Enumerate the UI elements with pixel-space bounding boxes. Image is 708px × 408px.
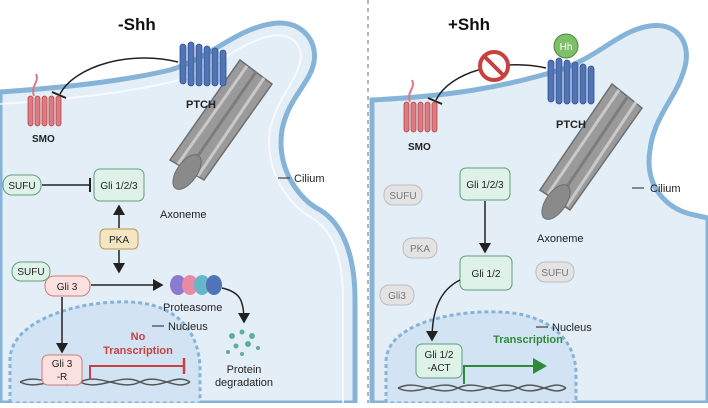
left-axoneme bbox=[168, 58, 274, 190]
right-axoneme-label: Axoneme bbox=[537, 233, 583, 245]
right-gli123-label: Gli 1/2/3 bbox=[466, 180, 504, 191]
left-gli3r-label-1: Gli 3 bbox=[52, 359, 73, 370]
left-title: -Shh bbox=[118, 15, 156, 34]
left-sufu2-box bbox=[11, 261, 51, 282]
left-pka-box bbox=[99, 228, 139, 250]
right-gli12act-label-2: -ACT bbox=[427, 363, 450, 374]
left-proteasome bbox=[170, 275, 222, 295]
left-panel: Axoneme Cilium -Shh PTCH SMO bbox=[0, 15, 358, 406]
left-protein-fragments bbox=[226, 329, 260, 356]
left-ptch-smo-inhibition bbox=[59, 57, 179, 95]
right-smo-label: SMO bbox=[408, 142, 431, 153]
right-cilium-label: Cilium bbox=[650, 183, 681, 195]
right-pka-label: PKA bbox=[410, 244, 430, 255]
left-gli3-box bbox=[44, 275, 91, 297]
right-gli3-box bbox=[379, 284, 415, 306]
right-pka-box bbox=[402, 237, 438, 259]
right-gli12-box bbox=[459, 255, 513, 291]
left-sufu2-label: SUFU bbox=[17, 267, 44, 278]
right-hh-label: Hh bbox=[560, 42, 573, 53]
right-ptch-receptor bbox=[547, 57, 595, 105]
left-proteasome-label: Proteasome bbox=[163, 302, 222, 314]
left-no-transcription-2: Transcription bbox=[103, 345, 173, 357]
right-nucleus-label: Nucleus bbox=[552, 322, 592, 334]
right-smo-receptor bbox=[403, 79, 438, 133]
right-transcription-label: Transcription bbox=[493, 334, 563, 346]
right-gli12act-box bbox=[415, 343, 463, 379]
left-repression-arrow bbox=[89, 365, 184, 380]
left-gli3r-label-2: -R bbox=[57, 372, 68, 383]
left-smo-receptor bbox=[27, 73, 62, 127]
right-no-symbol-icon bbox=[478, 50, 510, 82]
right-dna-helix bbox=[397, 384, 567, 392]
right-transcription-arrow bbox=[463, 358, 547, 384]
right-sufu-b-label: SUFU bbox=[541, 268, 568, 279]
right-axoneme bbox=[538, 82, 644, 220]
right-sufu-a-box bbox=[383, 184, 423, 206]
left-sufu-box bbox=[2, 174, 42, 196]
left-ptch-label: PTCH bbox=[186, 99, 216, 111]
right-gli12act-label-1: Gli 1/2 bbox=[425, 350, 454, 361]
left-ptch-receptor bbox=[179, 41, 227, 87]
left-gli123-label: Gli 1/2/3 bbox=[100, 181, 138, 192]
right-sufu-b-box bbox=[535, 261, 575, 283]
left-gli123-box bbox=[93, 168, 145, 202]
left-no-transcription-1: No bbox=[131, 331, 146, 343]
right-panel: Axoneme Cilium +Shh Hh PTCH bbox=[369, 15, 708, 406]
right-gli3-label: Gli3 bbox=[388, 291, 406, 302]
left-pka-label: PKA bbox=[109, 235, 129, 246]
right-hh-ligand bbox=[553, 33, 579, 59]
left-smo-label: SMO bbox=[32, 134, 55, 145]
left-protein-label-1: Protein bbox=[227, 364, 262, 376]
right-gli12-label: Gli 1/2 bbox=[472, 269, 501, 280]
right-ptch-label: PTCH bbox=[556, 119, 586, 131]
right-gli123-box bbox=[459, 167, 511, 201]
left-protein-label-2: degradation bbox=[215, 377, 273, 389]
right-title: +Shh bbox=[448, 15, 490, 34]
left-nucleus-label: Nucleus bbox=[168, 321, 208, 333]
left-gli3-label: Gli 3 bbox=[57, 282, 78, 293]
left-cilium-label: Cilium bbox=[294, 173, 325, 185]
right-sufu-a-label: SUFU bbox=[389, 191, 416, 202]
left-sufu-label: SUFU bbox=[8, 181, 35, 192]
left-axoneme-label: Axoneme bbox=[160, 209, 206, 221]
left-gli3r-box bbox=[41, 354, 83, 386]
